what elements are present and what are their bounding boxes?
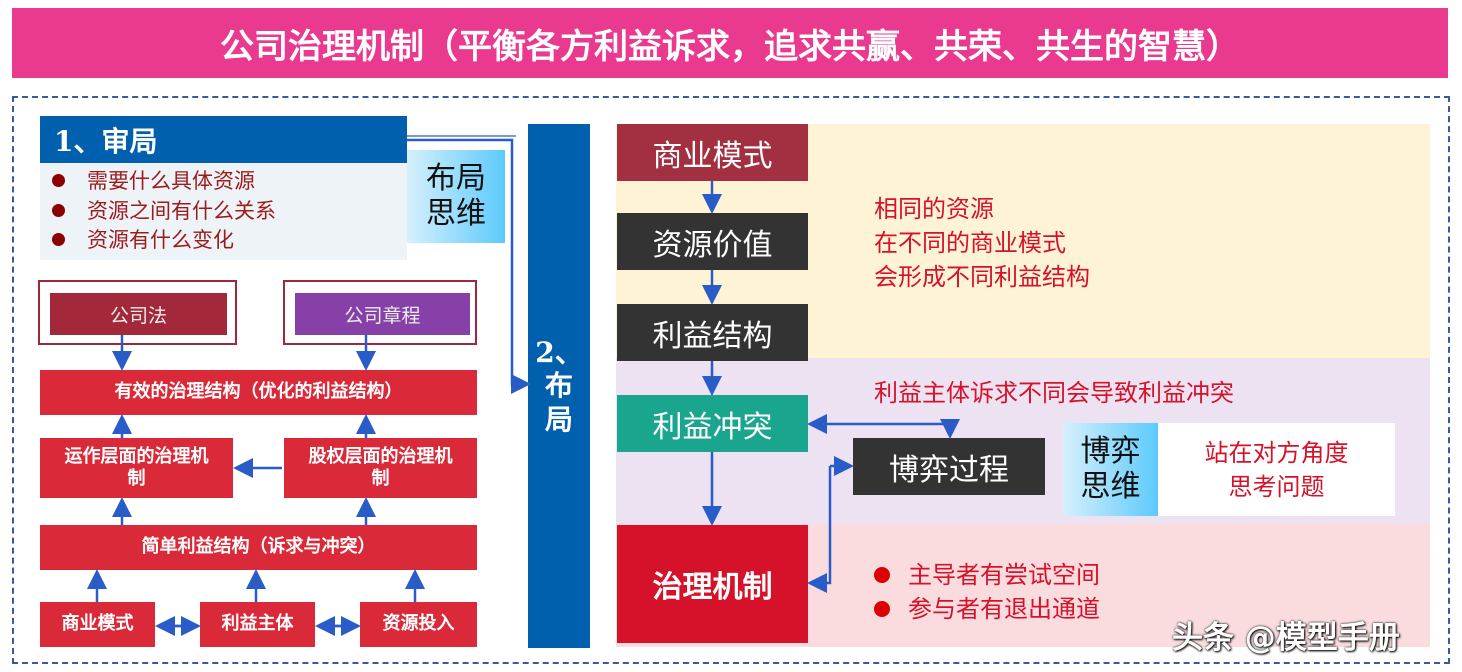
dashed-frame	[12, 96, 1450, 664]
bullet-item: 参与者有退出通道	[874, 592, 1100, 626]
bullet-text: 参与者有退出通道	[908, 595, 1100, 623]
resource-input-box: 资源投入	[360, 602, 477, 647]
bullet-item: 资源有什么变化	[52, 224, 234, 254]
governance-bullets: 主导者有尝试空间 参与者有退出通道	[874, 558, 1100, 626]
watermark: 头条 @模型手册	[1172, 620, 1400, 656]
perspective-box: 站在对方角度 思考问题	[1158, 423, 1395, 516]
equity-governance-box: 股权层面的治理机制	[284, 438, 477, 498]
page-title: 公司治理机制（平衡各方利益诉求，追求共赢、共荣、共生的智慧）	[12, 8, 1448, 78]
bullet-item: 需要什么具体资源	[52, 165, 255, 195]
text-line: 站在对方角度	[1204, 438, 1349, 467]
articles-box: 公司章程	[295, 293, 470, 335]
text-line: 在不同的商业模式	[874, 229, 1066, 257]
text-line: 会形成不同利益结构	[874, 263, 1090, 291]
effective-structure-bar: 有效的治理结构（优化的利益结构）	[40, 370, 477, 415]
game-process-box: 博弈过程	[853, 438, 1045, 495]
bullet-icon	[52, 203, 65, 217]
business-model-box: 商业模式	[40, 602, 155, 647]
operational-governance-box: 运作层面的治理机制	[40, 438, 233, 498]
text-line: 相同的资源	[874, 195, 994, 223]
company-law-box: 公司法	[50, 293, 227, 335]
bullet-text: 资源之间有什么关系	[87, 199, 276, 223]
conflict-text: 利益主体诉求不同会导致利益冲突	[874, 379, 1234, 407]
flow-interest-structure: 利益结构	[617, 304, 808, 361]
bullet-item: 主导者有尝试空间	[874, 558, 1100, 592]
flow-business-model: 商业模式	[617, 124, 808, 181]
bullet-item: 资源之间有什么关系	[52, 195, 276, 225]
bullet-text: 需要什么具体资源	[87, 169, 255, 193]
yellow-zone-text: 相同的资源 在不同的商业模式 会形成不同利益结构	[874, 192, 1090, 294]
bullet-icon	[874, 567, 890, 583]
bullet-icon	[52, 173, 65, 187]
bullet-icon	[52, 232, 65, 246]
flow-governance-mechanism: 治理机制	[617, 525, 808, 643]
bullet-text: 主导者有尝试空间	[908, 561, 1100, 589]
section-heading-review: 1、审局	[40, 116, 407, 163]
bullet-icon	[874, 601, 890, 617]
layout-thinking-box: 布局思维	[407, 150, 505, 243]
text-line: 思考问题	[1228, 472, 1325, 501]
flow-interest-conflict: 利益冲突	[617, 395, 808, 452]
game-thinking-box: 博弈思维	[1063, 423, 1158, 516]
review-bullets: 需要什么具体资源 资源之间有什么关系 资源有什么变化	[40, 163, 407, 260]
flow-resource-value: 资源价值	[617, 213, 808, 270]
layout-column: 2、布局	[528, 124, 590, 648]
simple-structure-bar: 简单利益结构（诉求与冲突）	[40, 525, 477, 570]
bullet-text: 资源有什么变化	[87, 228, 234, 252]
stakeholder-box: 利益主体	[200, 602, 315, 647]
